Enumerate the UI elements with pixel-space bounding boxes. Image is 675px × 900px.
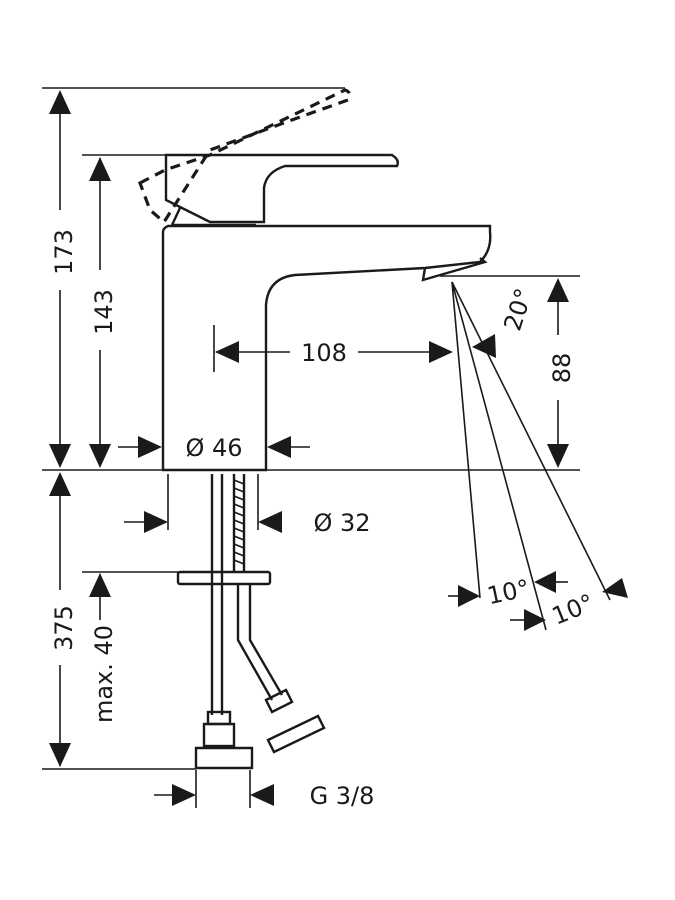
label-body-height: 143 (90, 289, 118, 335)
label-spout-reach: 108 (301, 339, 347, 367)
label-swing-angle-1: 10° (485, 574, 532, 610)
label-body-diameter: Ø 46 (185, 434, 242, 462)
label-spout-height: 88 (548, 353, 576, 384)
extension-lines (42, 87, 580, 808)
label-total-height: 173 (50, 229, 78, 275)
label-below-deck-length: 375 (50, 605, 78, 651)
label-thread: G 3/8 (310, 782, 375, 810)
label-max-counter-thickness: max. 40 (90, 625, 118, 723)
label-shank-diameter: Ø 32 (313, 509, 370, 537)
jet-lines (451, 281, 611, 631)
dimension-lines (49, 90, 628, 806)
below-deck-assembly (176, 474, 326, 770)
label-swing-angle-2: 10° (548, 589, 598, 631)
label-jet-angle: 20° (499, 285, 539, 334)
faucet-outline (138, 88, 492, 472)
dimension-labels: 173 143 108 88 Ø 46 Ø 32 375 max. 40 G 3… (50, 229, 598, 810)
